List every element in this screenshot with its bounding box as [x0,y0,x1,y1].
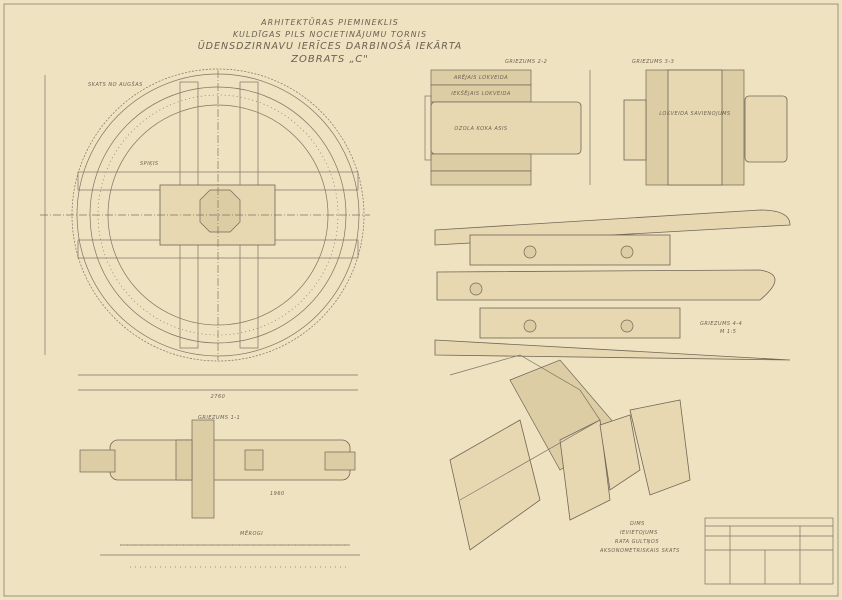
top-view-label: SKATS NO AUGŠAS [88,81,143,88]
section-4-label: GRIEZUMS 4-4 [700,321,742,327]
section3-label-center: LOKVEIDA SAVIENOJUMS [659,111,731,117]
shaft-length-dim: 1960 [270,491,285,497]
section-3-3: GRIEZUMS 3-3 LOKVEIDA SAVIENOJUMS [623,59,788,186]
shaft-body [436,269,776,301]
axo-label-1: DIMS [630,521,645,527]
title-line-3: ŪDENSDZIRNAVU IERĪCES DARBINOŠĀ IEKĀRTA [198,40,463,52]
section-1-1: GRIEZUMS 1-1 1960 [79,415,356,519]
gear-top-view: SKATS NO AUGŠAS 2760 SPIĶIS [40,68,370,400]
scales-label: MĒROGI [240,530,263,537]
scale-bars: MĒROGI [100,530,360,568]
section-4-4: GRIEZUMS 4-4 M 1:5 [434,209,791,361]
title-block-header: ARHITEKTŪRAS PIEMINEKLIS KULDĪGAS PILS N… [198,17,463,65]
title-block [704,517,834,585]
section-2-label: GRIEZUMS 2-2 [505,59,547,65]
gear-teeth [71,68,365,362]
section-4-scale: M 1:5 [720,329,736,335]
section-2-2: GRIEZUMS 2-2 ARĒJAIS LOKVEIDA IEKŠĒJAIS … [424,59,591,186]
note-inner: IEKŠĒJAIS LOKVEIDA [451,90,511,97]
axo-label-4: AKSONOMETRISKAIS SKATS [599,548,680,554]
overall-diameter-dim: 2760 [211,394,226,400]
section-3-label: GRIEZUMS 3-3 [632,59,674,65]
section-1-label: GRIEZUMS 1-1 [198,415,240,421]
axo-label-3: RATA GULTŅOS [615,539,659,545]
axonometric-view: DIMS IEVIETOJUMS RATA GULTŅOS AKSONOMETR… [449,354,691,554]
shaft-label: OZOLA KOKA ASIS [454,126,508,132]
sheet-border [3,3,839,597]
spoke-label: SPIĶIS [140,161,159,167]
axo-label-2: IEVIETOJUMS [620,530,658,536]
title-line-1: ARHITEKTŪRAS PIEMINEKLIS [260,17,399,27]
title-line-4: ZOBRATS „C" [290,54,369,65]
shaft-octagon [199,189,241,233]
title-line-2: KULDĪGAS PILS NOCIETINĀJUMU TORNIS [233,29,427,39]
note-outer: ARĒJAIS LOKVEIDA [453,74,508,81]
